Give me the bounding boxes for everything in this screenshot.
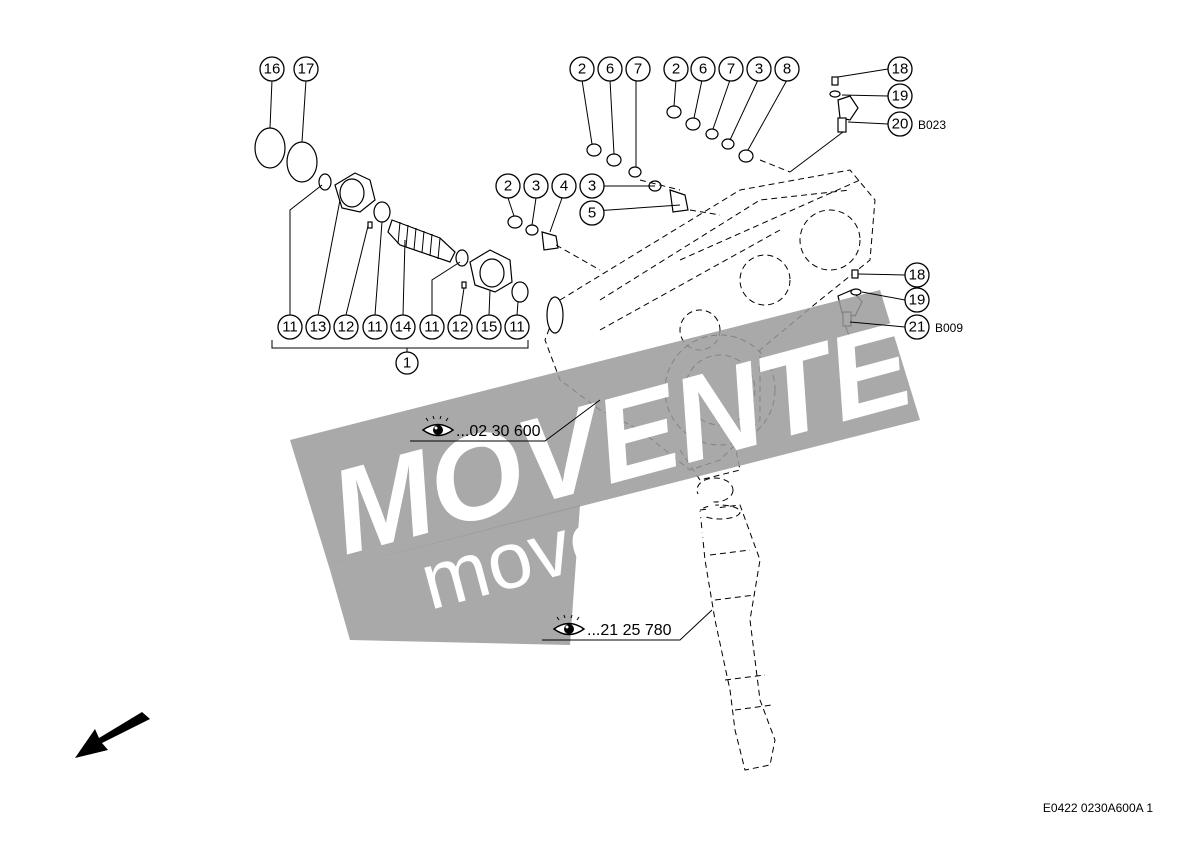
callout-12: 12	[447, 314, 473, 340]
svg-text:18: 18	[892, 61, 909, 78]
svg-text:11: 11	[282, 319, 298, 336]
svg-text:3: 3	[755, 61, 763, 78]
callout-19: 19	[904, 287, 930, 313]
svg-text:15: 15	[481, 319, 498, 336]
callout-6: 6	[690, 56, 716, 82]
reference-21-25-780[interactable]: ...21 25 780	[552, 614, 672, 639]
eye-icon	[421, 415, 455, 437]
callout-3: 3	[579, 173, 605, 199]
callout-5: 5	[579, 200, 605, 226]
callout-18: 18	[887, 56, 913, 82]
snap-ring-11b	[373, 201, 391, 223]
svg-text:20: 20	[892, 116, 909, 133]
callout-16: 16	[259, 56, 285, 82]
svg-text:7: 7	[634, 61, 642, 78]
fastener-stacks	[507, 105, 791, 271]
svg-text:11: 11	[509, 319, 525, 336]
callout-11: 11	[277, 314, 303, 340]
callout-20: 20	[887, 111, 913, 137]
svg-text:6: 6	[699, 61, 707, 78]
callout-3: 3	[523, 173, 549, 199]
svg-text:3: 3	[532, 178, 540, 195]
svg-text:1: 1	[403, 355, 411, 372]
callout-18: 18	[904, 262, 930, 288]
svg-text:19: 19	[909, 292, 926, 309]
sensor-code-b009: B009	[935, 321, 963, 335]
callout-6: 6	[597, 56, 623, 82]
snap-ring-11d	[511, 281, 529, 303]
steering-column	[696, 477, 776, 771]
callout-3: 3	[746, 56, 772, 82]
callout-7: 7	[718, 56, 744, 82]
callout-13: 13	[305, 314, 331, 340]
snap-ring-11c	[455, 249, 469, 267]
o-ring-16	[254, 127, 286, 169]
svg-text:2: 2	[504, 178, 512, 195]
pin-12b	[461, 281, 467, 289]
svg-text:6: 6	[606, 61, 614, 78]
eye-icon	[552, 614, 586, 636]
callout-11: 11	[419, 314, 445, 340]
svg-text:17: 17	[298, 61, 315, 78]
svg-text:14: 14	[395, 319, 412, 336]
callout-1: 1	[395, 351, 419, 375]
svg-text:13: 13	[310, 319, 327, 336]
callout-19: 19	[887, 83, 913, 109]
o-ring-17	[286, 141, 318, 183]
svg-text:2: 2	[578, 61, 586, 78]
svg-text:12: 12	[338, 319, 355, 336]
svg-text:5: 5	[588, 205, 596, 222]
reference-02-30-600[interactable]: ...02 30 600	[421, 415, 541, 440]
callout-11: 11	[362, 314, 388, 340]
callout-15: 15	[476, 314, 502, 340]
pin-12a	[367, 221, 373, 229]
callout-2: 2	[495, 173, 521, 199]
svg-text:2: 2	[672, 61, 680, 78]
svg-text:16: 16	[264, 61, 281, 78]
callout-7: 7	[625, 56, 651, 82]
callout-11: 11	[504, 314, 530, 340]
gear	[546, 296, 564, 334]
snap-ring-11a	[318, 173, 332, 191]
reference-text: ...21 25 780	[587, 622, 672, 639]
svg-text:18: 18	[909, 267, 926, 284]
sensor-b023	[789, 76, 859, 173]
callout-12: 12	[333, 314, 359, 340]
callout-8: 8	[774, 56, 800, 82]
svg-text:19: 19	[892, 88, 909, 105]
svg-text:4: 4	[560, 178, 568, 195]
shaft-assembly	[254, 127, 564, 334]
svg-text:3: 3	[588, 178, 596, 195]
svg-text:21: 21	[909, 319, 926, 336]
callout-4: 4	[551, 173, 577, 199]
arrow-down-left-icon	[75, 712, 150, 758]
callout-17: 17	[293, 56, 319, 82]
svg-text:8: 8	[783, 61, 791, 78]
sensor-code-b023: B023	[918, 118, 946, 132]
svg-text:11: 11	[367, 319, 383, 336]
callout-21: 21	[904, 314, 930, 340]
callout-2: 2	[569, 56, 595, 82]
svg-text:7: 7	[727, 61, 735, 78]
leader-lines	[269, 68, 906, 641]
svg-text:11: 11	[424, 319, 440, 336]
svg-text:12: 12	[452, 319, 469, 336]
watermark: MOVENTE movente.ru	[290, 290, 929, 645]
drawing-code: E0422 0230A600A 1	[1043, 801, 1153, 815]
callout-14: 14	[390, 314, 416, 340]
callout-2: 2	[663, 56, 689, 82]
reference-text: ...02 30 600	[456, 423, 541, 440]
